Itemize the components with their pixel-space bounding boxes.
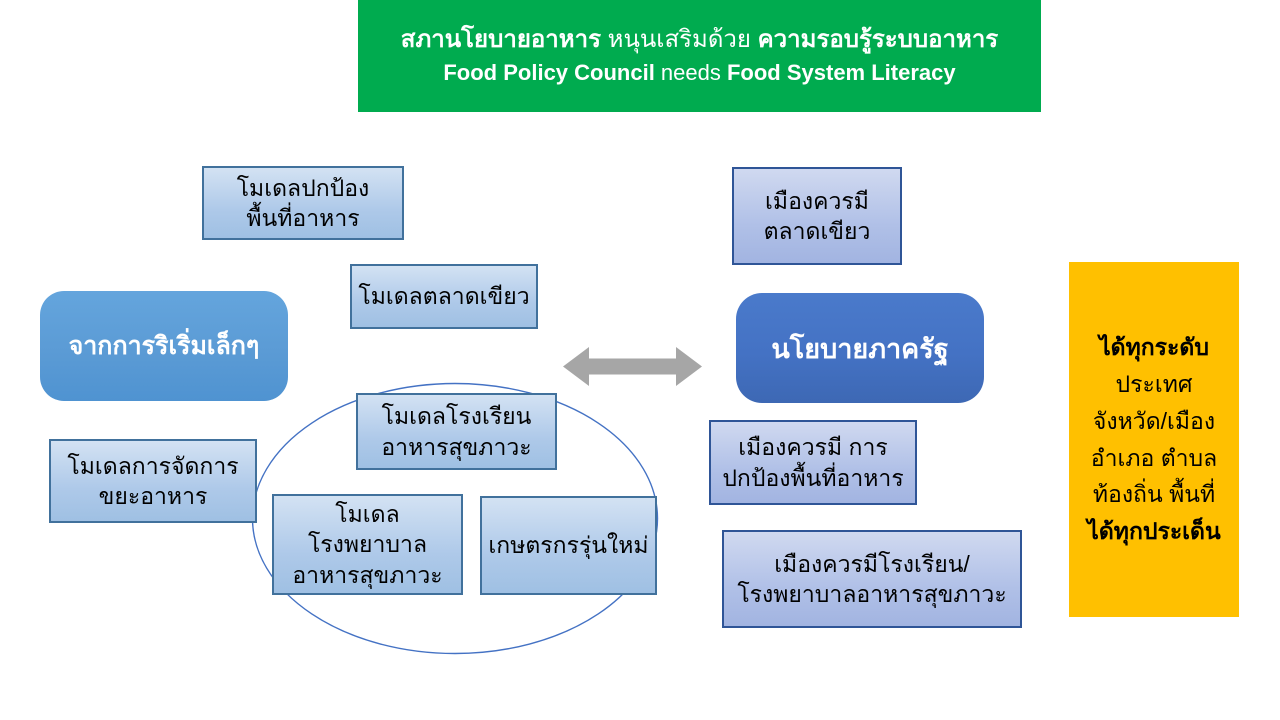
box-model-protect-food-area: โมเดลปกป้อง พื้นที่อาหาร <box>202 166 404 240</box>
node-from-small-initiatives: จากการริเริ่มเล็กๆ <box>40 291 288 401</box>
node-government-policy: นโยบายภาครัฐ <box>736 293 984 403</box>
all-levels-note-line3: จังหวัด/เมือง <box>1092 407 1216 434</box>
box-city-protect-food-area: เมืองควรมี การ ปกป้องพื้นที่อาหาร <box>709 420 917 505</box>
box-city-school-hosp-line1: เมืองควรมีโรงเรียน/ <box>774 550 970 577</box>
box-model-hospital-line3: อาหารสุขภาวะ <box>292 561 443 588</box>
title-banner: สภานโยบายอาหาร หนุนเสริมด้วย ความรอบรู้ร… <box>358 0 1041 112</box>
title-eng-bold-2: Food System Literacy <box>726 60 956 86</box>
box-model-food-waste-management: โมเดลการจัดการ ขยะอาหาร <box>49 439 257 523</box>
box-city-green-market-line2: ตลาดเขียว <box>763 218 871 244</box>
box-new-gen-farmers-label: เกษตรกรรุ่นใหม่ <box>488 532 649 559</box>
title-thai-bold-2: ความรอบรู้ระบบอาหาร <box>757 26 999 54</box>
box-city-protect-line2: ปกป้องพื้นที่อาหาร <box>722 464 904 491</box>
all-levels-note-line5: ท้องถิ่น พื้นที่ <box>1092 481 1216 508</box>
box-city-green-market: เมืองควรมี ตลาดเขียว <box>732 167 902 265</box>
box-city-green-market-line1: เมืองควรมี <box>765 187 869 214</box>
box-new-generation-farmers: เกษตรกรรุ่นใหม่ <box>480 496 657 595</box>
double-arrow-icon <box>563 347 702 386</box>
box-model-hospital-line2: โรงพยาบาล <box>307 531 428 558</box>
title-english-line: Food Policy Council needs Food System Li… <box>443 57 955 88</box>
all-levels-note-line4: อำเภอ ตำบล <box>1090 444 1218 471</box>
box-model-food-waste-line2: ขยะอาหาร <box>98 483 208 509</box>
box-model-food-waste-line1: โมเดลการจัดการ <box>67 452 239 479</box>
box-model-healthy-hospital: โมเดล โรงพยาบาล อาหารสุขภาวะ <box>272 494 463 595</box>
box-model-school-line1: โมเดลโรงเรียน <box>381 403 532 430</box>
title-thai-line: สภานโยบายอาหาร หนุนเสริมด้วย ความรอบรู้ร… <box>401 23 998 57</box>
node-from-small-initiatives-label: จากการริเริ่มเล็กๆ <box>68 332 260 360</box>
box-city-school-hosp-line2: โรงพยาบาลอาหารสุขภาวะ <box>737 581 1007 607</box>
box-model-healthy-school: โมเดลโรงเรียน อาหารสุขภาวะ <box>356 393 557 470</box>
box-city-protect-line1: เมืองควรมี การ <box>738 434 888 461</box>
all-levels-note-line2: ประเทศ <box>1115 370 1193 397</box>
box-model-school-line2: อาหารสุขภาวะ <box>381 433 532 460</box>
node-government-policy-label: นโยบายภาครัฐ <box>771 333 949 364</box>
box-city-school-hospital: เมืองควรมีโรงเรียน/ โรงพยาบาลอาหารสุขภาว… <box>722 530 1022 628</box>
box-model-hospital-line1: โมเดล <box>335 500 400 527</box>
all-levels-note-line6: ได้ทุกประเด็น <box>1087 518 1221 545</box>
box-model-protect-line1: โมเดลปกป้อง <box>236 174 370 201</box>
title-thai-regular: หนุนเสริมด้วย <box>600 26 758 54</box>
title-eng-bold-1: Food Policy Council <box>443 60 655 86</box>
box-model-green-market: โมเดลตลาดเขียว <box>350 264 538 329</box>
title-thai-bold-1: สภานโยบายอาหาร <box>400 26 601 54</box>
all-levels-note-line1: ได้ทุกระดับ <box>1099 334 1209 361</box>
box-model-protect-line2: พื้นที่อาหาร <box>246 205 360 231</box>
all-levels-note: ได้ทุกระดับ ประเทศ จังหวัด/เมือง อำเภอ ต… <box>1069 262 1239 617</box>
title-eng-regular: needs <box>654 60 727 86</box>
box-model-green-market-label: โมเดลตลาดเขียว <box>358 283 530 310</box>
